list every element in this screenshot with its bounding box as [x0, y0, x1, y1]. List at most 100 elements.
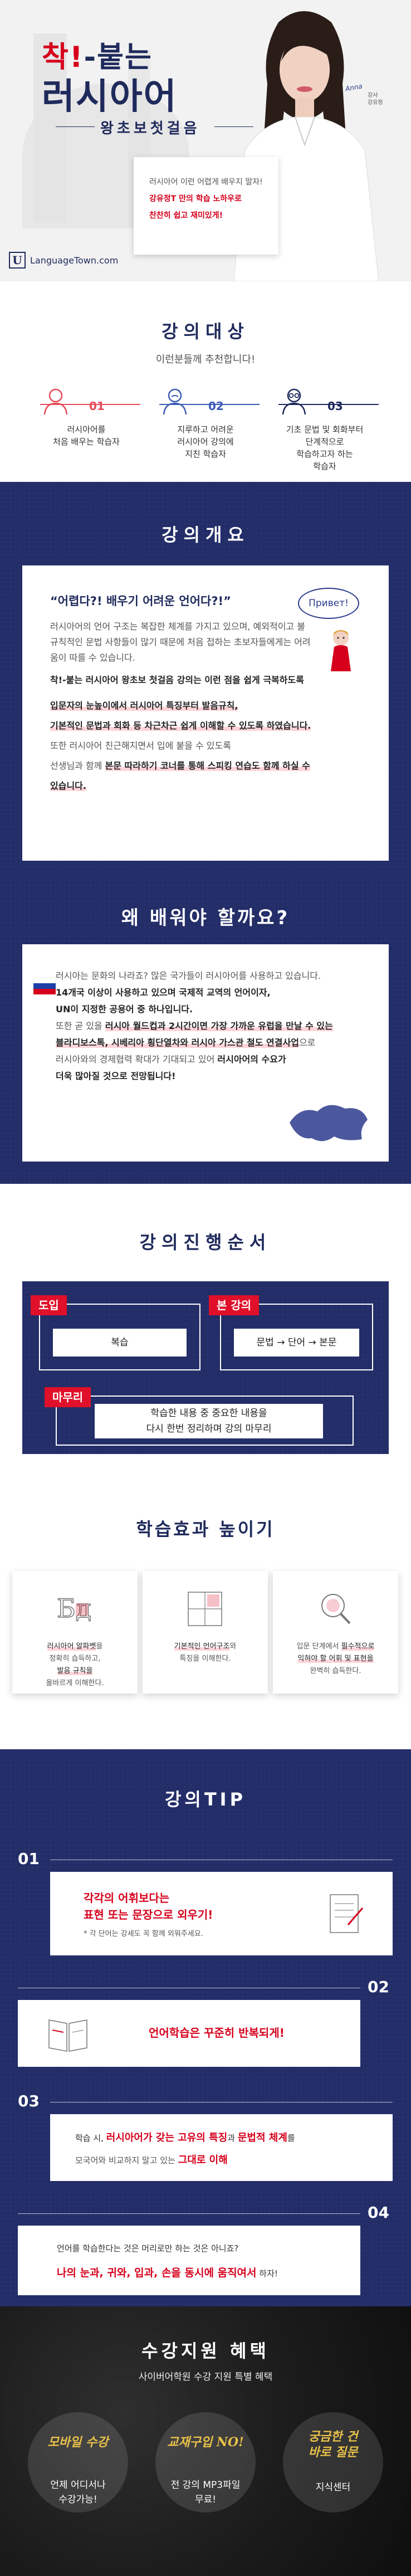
audience-line: 처음 배우는 학습자 — [53, 437, 120, 447]
russia-flag-icon — [33, 978, 56, 994]
support-section: 수강지원 혜택 사이버어학원 수강 지원 특별 혜택 모바일 수강 언제 어디서… — [0, 2306, 411, 2576]
audience-text: 지루하고 어려운 러시아어 강의에 지친 학습자 — [147, 423, 264, 460]
bold-text: 14개국 이상이 사용하고 있으며 국제적 교역의 언어이자, — [56, 987, 271, 998]
benefit-heading-line: 바로 질문 — [308, 2445, 358, 2460]
benefit-line: 수강가능! — [58, 2494, 97, 2505]
effect-line: 입문 단계에서 필수적으로 — [278, 1641, 393, 1653]
hero-title-dash: - — [84, 41, 97, 74]
teacher-badge: 강사 강유정 — [368, 92, 383, 106]
alphabet-icon: Бд — [56, 1593, 92, 1624]
divider — [56, 126, 95, 127]
hero-banner: 착!-붙는 러시아어 왕초보첫걸음 러시아어 이런 어렵게 배우지 말자! 강유… — [0, 0, 411, 281]
step-tag: 본 강의 — [209, 1295, 260, 1315]
blueprint-icon — [188, 1592, 222, 1626]
step-tag: 도입 — [31, 1295, 67, 1315]
plain-text: 와 — [229, 1642, 237, 1651]
plain-text: 으로 — [299, 1037, 316, 1048]
step-line: 다시 한번 정리하며 강의 마무리 — [146, 1423, 272, 1435]
speech-bubble: Привет! — [298, 588, 359, 619]
audience-card: 03 기초 문법 및 회화부터 단계적으로 학습하고자 하는 학습자 — [266, 379, 383, 471]
effect-line: 러시아어 알파벳을 — [18, 1641, 132, 1653]
why-line: 러시아는 문화의 나라죠? 많은 국가들이 러시아어를 사용하고 있습니다. — [56, 970, 321, 981]
hero-message-card: 러시아어 이런 어렵게 배우지 말자! 강유정T 만의 학습 노하우로 찬찬히 … — [134, 157, 278, 255]
step-frame — [56, 1396, 354, 1446]
audience-line: 지루하고 어려운 — [177, 425, 234, 435]
logo-mark-icon: U — [9, 252, 26, 269]
step-tag: 마무리 — [45, 1387, 91, 1407]
audience-line: 단계적으로 — [305, 437, 344, 447]
section-title: 강의TIP — [164, 1789, 247, 1810]
tip-heading: 언어학습은 꾸준히 반복되게! — [149, 2026, 285, 2040]
audience-line: 학습하고자 하는 — [296, 449, 353, 459]
tip-heading-line: 각각의 어휘보다는 — [84, 1891, 170, 1905]
overview-line: 입문자의 눈높이에서 러시아어 특징부터 발음규칙, — [50, 696, 362, 716]
why-line: UN이 지정한 공용어 중 하나입니다. — [56, 1001, 372, 1018]
highlight-text: 발음 규칙을 — [57, 1667, 93, 1675]
tip-section: 강의TIP 01 각각의 어휘보다는 표현 또는 문장으로 외우기! * 각 단… — [0, 1749, 411, 2306]
spacer — [50, 688, 361, 696]
logo-text: LanguageTown.com — [30, 255, 119, 266]
russia-map-icon — [290, 1105, 368, 1141]
why-line: 블라디보스톡, 시베리아 횡단열차와 러시아 가스관 철도 연결사업으로 — [56, 1035, 372, 1051]
overview-paragraph: 러시아어의 언어 구조는 복잡한 체계를 가지고 있으며, 예외적이고 불규칙적… — [50, 621, 311, 663]
effect-line: 정확히 습득하고, — [49, 1655, 101, 1663]
plain-text: 또한 곧 있을 — [56, 1021, 105, 1031]
highlight-text: 문법적 체계 — [237, 2132, 287, 2144]
benefit-heading: 모바일 수강 — [28, 2434, 128, 2450]
highlight-text: 필수적으로 — [341, 1642, 375, 1651]
effect-card: Бд 러시아어 알파벳을 정확히 습득하고, 발음 규칙을 올바르게 이해한다. — [12, 1571, 138, 1694]
highlight-text: 러시아 월드컵과 2시간이면 가장 가까운 유럽을 만날 수 있는 — [105, 1021, 333, 1031]
benefit-circle — [155, 2412, 256, 2512]
why-line: 러시아와의 경제협력 확대가 기대되고 있어 러시아어의 수요가 — [56, 1051, 372, 1068]
hero-card-line: 찬찬히 쉽고 재미있게! — [149, 211, 223, 220]
svg-text:Бд: Бд — [57, 1593, 91, 1623]
audience-number: 01 — [89, 399, 105, 413]
book-icon — [48, 2019, 87, 2052]
benefit-heading: 교재구입 NO! — [155, 2434, 256, 2450]
magnifier-icon — [321, 1594, 351, 1624]
tip-number: 03 — [18, 2092, 40, 2110]
step-frame — [220, 1304, 373, 1370]
why-card: 러시아는 문화의 나라죠? 많은 국가들이 러시아어를 사용하고 있습니다. 1… — [22, 944, 389, 1162]
bold-text: 더욱 많아질 것으로 전망됩니다! — [56, 1071, 176, 1081]
audience-line: 학습자 — [313, 461, 336, 471]
benefit-item: 궁금한 건 바로 질문 지식센터 — [283, 2412, 383, 2540]
benefit-line: 무료! — [194, 2494, 217, 2505]
audience-line: 러시아어 강의에 — [177, 437, 234, 447]
tip-number: 04 — [368, 2203, 389, 2222]
hero-subtitle: 왕초보첫걸음 — [100, 120, 200, 137]
step-frame — [39, 1304, 200, 1370]
site-logo[interactable]: U LanguageTown.com — [9, 252, 118, 269]
overview-section: 강의개요 “어렵다?! 배우기 어려운 언어다?!” Привет! 러시아어의… — [0, 482, 411, 894]
effect-text: 러시아어 알파벳을 정확히 습득하고, 발음 규칙을 올바르게 이해한다. — [18, 1641, 132, 1690]
hero-title-line1: 착!-붙는 — [42, 33, 153, 75]
effect-line: 발음 규칙을 — [18, 1665, 132, 1677]
audience-line: 러시아어를 — [67, 425, 106, 435]
hero-title-line2: 러시아어 — [42, 76, 178, 118]
highlight-text: 기본적인 언어구조 — [174, 1642, 230, 1651]
highlight-text: 블라디보스톡, 시베리아 횡단열차와 러시아 가스관 철도 연결사업 — [56, 1037, 299, 1048]
process-section: 강의진행순서 도입 복습 본 강의 문법 → 단어 → 본문 마무리 학습한 내… — [0, 1184, 411, 1479]
tired-student-icon — [163, 388, 187, 415]
russian-doll-icon — [331, 630, 351, 671]
benefit-heading-line: 교재구입 NO! — [167, 2435, 244, 2450]
section-title: 학습효과 높이기 — [136, 1519, 275, 1540]
plain-text: 선생님과 함께 — [50, 760, 105, 771]
benefit-circle — [28, 2412, 128, 2512]
divider — [40, 404, 140, 405]
plain-text: 러시아와의 경제협력 확대가 기대되고 있어 — [56, 1054, 218, 1065]
audience-card: 01 러시아어를 처음 배우는 학습자 — [28, 379, 145, 468]
tip-number: 01 — [18, 1850, 40, 1868]
teacher-badge-role: 강사 — [368, 92, 378, 99]
section-subtitle: 이런분들께 추천합니다! — [155, 354, 256, 365]
benefit-text: 언제 어디서나 수강가능! — [28, 2478, 128, 2507]
section-title: 강의개요 — [162, 524, 249, 545]
overview-line: 선생님과 함께 본문 따라하기 코너를 통해 스피킹 연습도 함께 하실 수 — [50, 756, 362, 776]
benefit-item: 교재구입 NO! 전 강의 MP3파일 무료! — [155, 2412, 256, 2540]
overview-quote: “어렵다?! 배우기 어려운 언어다?!” — [50, 594, 231, 608]
section-subtitle: 사이버어학원 수강 지원 특별 혜택 — [138, 2372, 273, 2383]
why-line: 더욱 많아질 것으로 전망됩니다! — [56, 1068, 372, 1085]
audience-line: 지친 학습자 — [185, 449, 226, 459]
student-icon — [43, 388, 68, 415]
effect-line: 올바르게 이해한다. — [46, 1679, 104, 1687]
